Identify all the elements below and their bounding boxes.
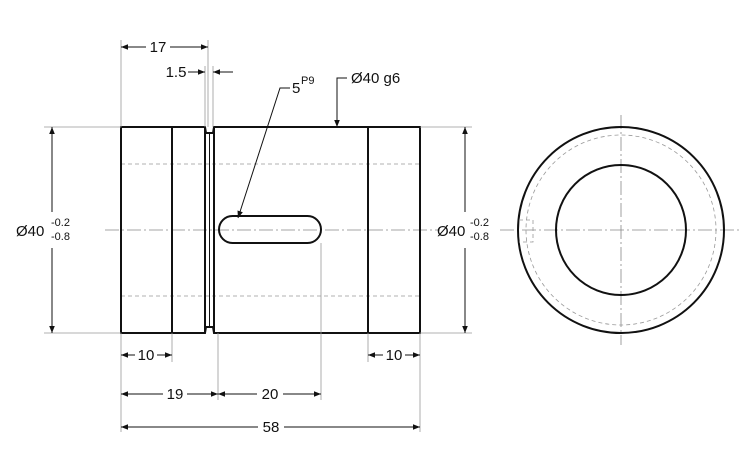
dim-left-dia-text: Ø40 [16,223,44,240]
outer-circle [517,126,725,334]
dim-slot-tol-text: P9 [301,75,314,87]
dim-19-text: 19 [167,386,184,403]
keyway-hidden [519,219,534,243]
dim-10-right-bg [383,346,405,364]
keyway-slot [218,215,322,244]
dim-10-right-text: 10 [386,347,403,364]
dimensions: 17 1.5 5 P9 Ø40 g6 Ø40 -0.2 -0.8 Ø40 -0.… [16,37,489,436]
dim-right-tol-upper: -0.2 [470,217,489,229]
dim-20-bg [257,385,283,403]
dim-17-text: 17 [150,39,167,56]
dim-58-text: 58 [263,419,280,436]
leader-slot-width [237,87,290,219]
dim-left-tol-upper: -0.2 [51,217,70,229]
side-view [105,126,440,334]
dim-right-tol-lower: -0.8 [470,231,489,243]
dim-10-left-bg [135,346,157,364]
dim-right-dia-text: Ø40 [437,223,465,240]
leader-shaft-fit [334,77,347,127]
dim-17-bg [146,37,170,55]
dim-1-5-text: 1.5 [166,64,187,81]
dim-20-text: 20 [262,386,279,403]
end-view [500,115,740,345]
dim-shaft-fit-text: Ø40 g6 [351,70,400,87]
dim-19-bg [163,385,187,403]
bore-circle [555,164,687,296]
dim-slot-width-text: 5 [292,80,300,97]
dim-left-tol-lower: -0.8 [51,231,70,243]
hidden-circle [525,134,717,326]
dim-10-left-text: 10 [138,347,155,364]
dim-58-bg [258,418,284,436]
